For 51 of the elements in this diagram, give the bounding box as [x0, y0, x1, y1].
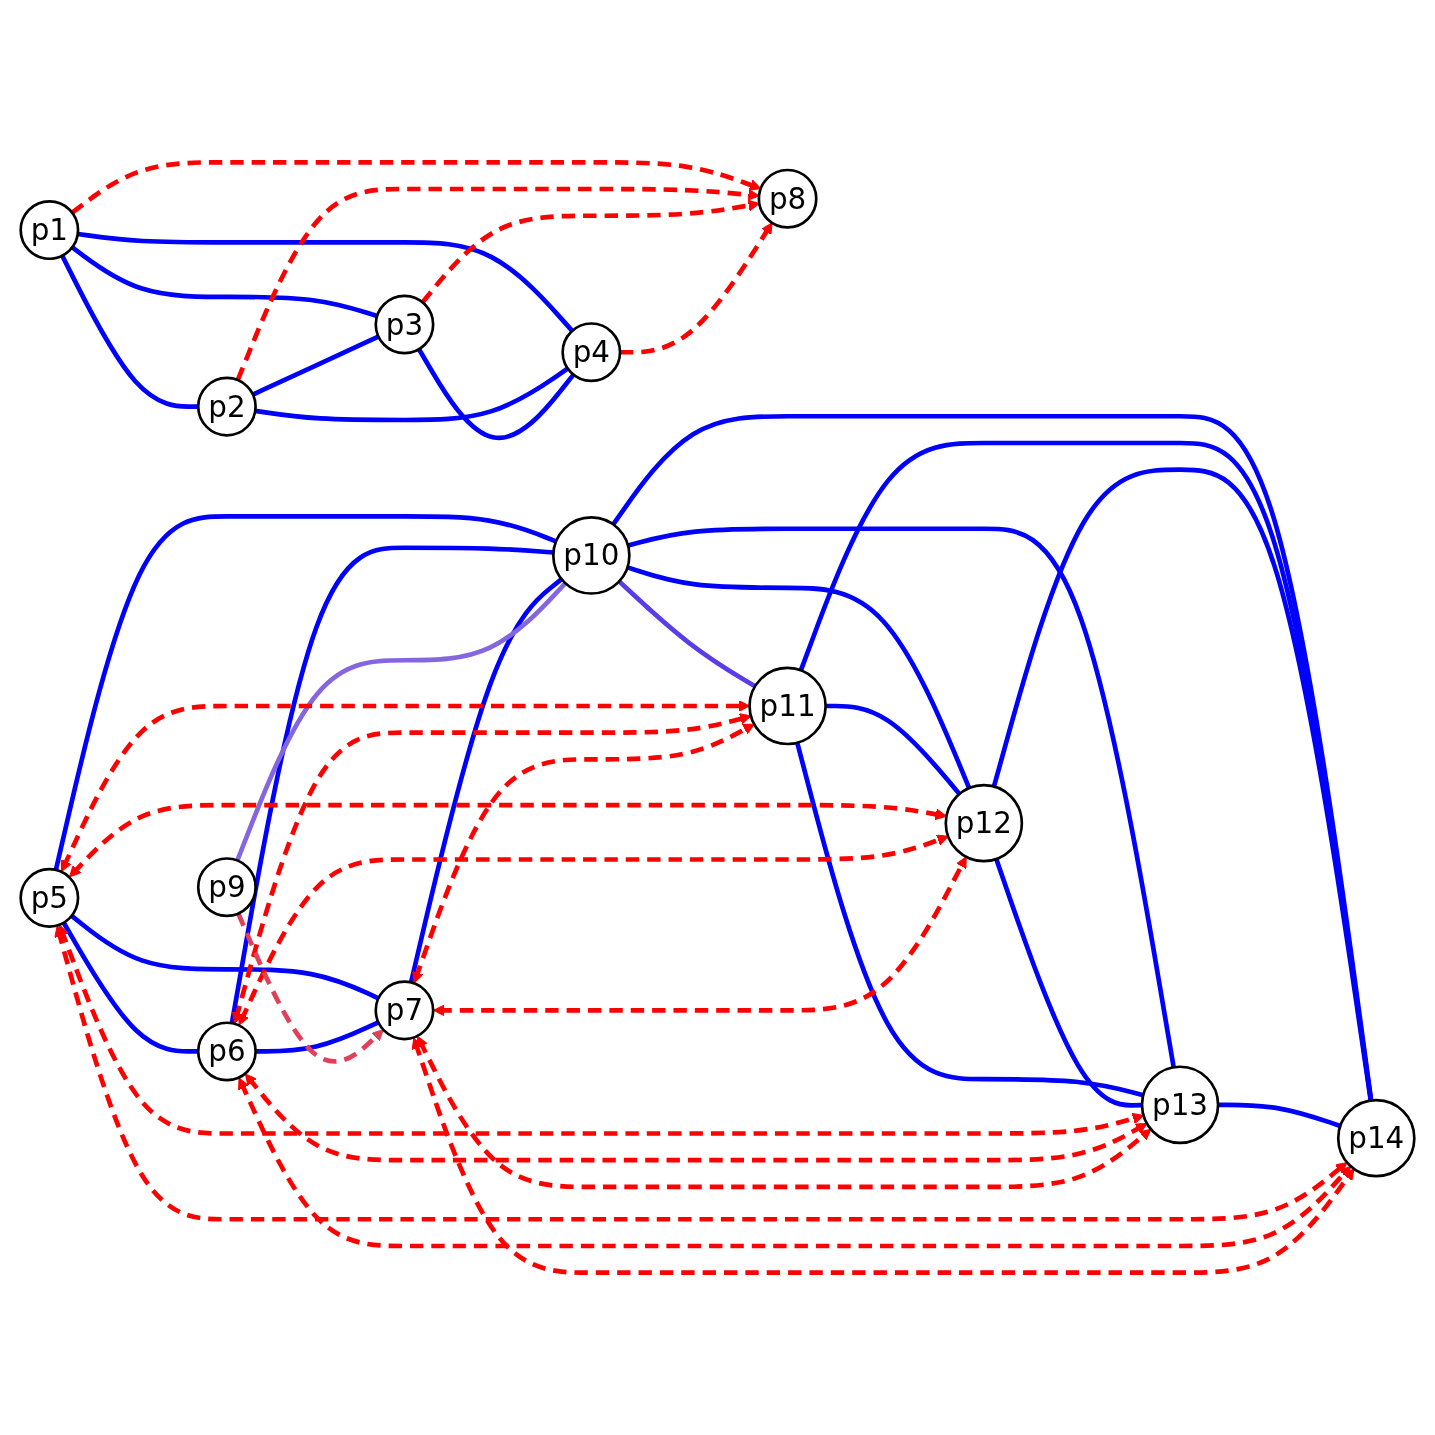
arrow — [620, 222, 773, 355]
connector — [408, 577, 564, 983]
connector — [251, 334, 380, 397]
arrow — [236, 912, 384, 1064]
node-circle: p4 — [561, 322, 622, 383]
connector — [61, 921, 199, 1054]
connector — [70, 914, 380, 1001]
connector — [611, 413, 1374, 1101]
node-circle: p8 — [757, 168, 818, 229]
arrow — [433, 856, 967, 1017]
node-circle: p6 — [196, 1021, 257, 1082]
connector — [53, 514, 557, 871]
arrow — [70, 159, 762, 215]
arrow — [69, 802, 947, 878]
node-circle: p9 — [196, 857, 257, 918]
connector — [627, 526, 1176, 1068]
arrow — [54, 925, 1348, 1222]
connector — [255, 1020, 380, 1054]
connector — [60, 254, 199, 409]
node-circle: p12 — [944, 783, 1024, 863]
connector — [254, 366, 570, 423]
connector — [229, 545, 554, 1024]
connector — [795, 742, 1144, 1098]
node-circle: p7 — [374, 980, 435, 1041]
node-circle: p2 — [196, 376, 257, 437]
node-circle: p11 — [748, 666, 827, 746]
arrow — [412, 723, 755, 984]
node-circle: p14 — [1336, 1098, 1416, 1178]
connector — [77, 231, 574, 333]
connector — [994, 858, 1143, 1108]
connector — [235, 581, 568, 862]
node-circle: p1 — [19, 200, 80, 261]
node-circle: p3 — [374, 294, 435, 355]
arrow — [244, 1073, 1148, 1163]
node-circle: p5 — [19, 867, 80, 928]
connector — [991, 467, 1374, 1101]
node-circle: p10 — [551, 516, 631, 595]
arrow — [238, 1077, 1352, 1249]
connector — [798, 440, 1374, 1101]
arrow — [420, 199, 760, 304]
arrow — [238, 834, 949, 1026]
connector — [417, 348, 576, 441]
arrow — [417, 1035, 1152, 1190]
connector — [626, 565, 972, 789]
connector — [1218, 1102, 1342, 1129]
arrow — [411, 1037, 1355, 1276]
connector — [70, 245, 378, 319]
connector — [617, 579, 757, 689]
connector — [825, 703, 962, 796]
arrow — [231, 713, 752, 1024]
node-circle: p13 — [1140, 1065, 1220, 1145]
